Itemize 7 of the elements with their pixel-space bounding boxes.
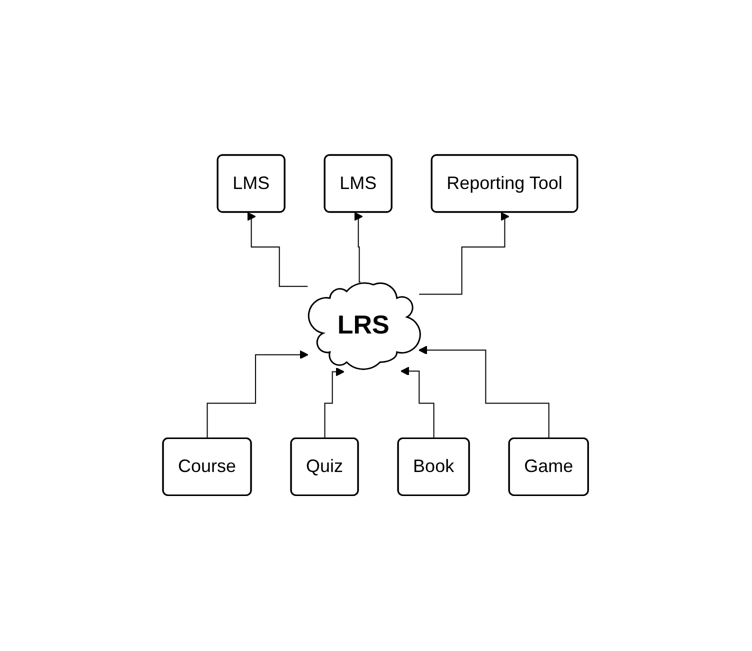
arrow [400, 367, 435, 440]
arrow [418, 346, 550, 440]
arrow [354, 212, 364, 283]
arrow [248, 212, 309, 288]
arrow [419, 212, 510, 296]
arrow [207, 350, 309, 440]
arrow [324, 368, 345, 440]
